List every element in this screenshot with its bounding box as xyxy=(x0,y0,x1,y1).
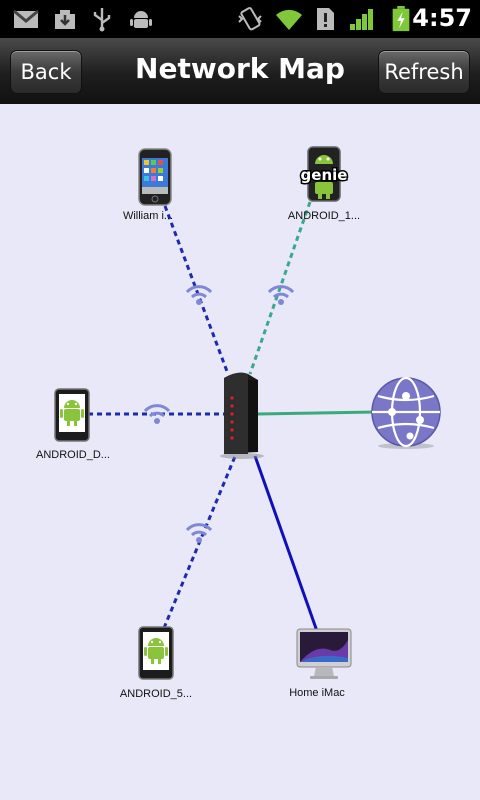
iphone-icon xyxy=(138,148,172,206)
device-node-iphone[interactable] xyxy=(138,148,172,210)
wifi-icon xyxy=(143,404,171,424)
device-label-genie: ANDROID_1... xyxy=(287,210,361,222)
wifi-icon xyxy=(185,285,213,305)
router[interactable] xyxy=(218,370,268,464)
device-node-genie[interactable]: genie xyxy=(298,144,350,208)
wifi-icon xyxy=(267,285,295,305)
internet-globe-icon xyxy=(371,376,441,449)
back-button[interactable]: Back xyxy=(10,50,82,94)
device-label-imac: Home iMac xyxy=(289,687,345,699)
svg-text:genie: genie xyxy=(301,166,348,184)
device-label-tablet: ANDROID_D... xyxy=(36,449,110,461)
sim-alert-icon xyxy=(317,8,334,30)
android-debug-icon xyxy=(130,11,152,28)
connection-line-iphone xyxy=(163,205,230,375)
router-icon xyxy=(220,372,264,459)
refresh-button[interactable]: Refresh xyxy=(378,50,470,94)
android-tablet-icon xyxy=(54,388,90,442)
android-phone-icon xyxy=(138,626,174,680)
vibrate-icon xyxy=(238,7,262,31)
device-label-iphone: William i... xyxy=(122,210,174,222)
title-bar: Back Network Map Refresh xyxy=(0,38,480,105)
device-node-imac[interactable] xyxy=(296,628,352,684)
download-icon xyxy=(55,10,75,29)
imac-icon xyxy=(296,628,352,679)
page-title: Network Map xyxy=(135,52,345,85)
device-node-tablet[interactable] xyxy=(54,388,90,446)
clock: 4:57 xyxy=(412,4,472,32)
device-label-android5: ANDROID_5... xyxy=(119,688,193,700)
connection-line-internet xyxy=(257,410,377,416)
gmail-icon xyxy=(13,9,39,28)
wifi-icon xyxy=(185,523,213,543)
usb-icon xyxy=(93,8,111,32)
connection-line-imac xyxy=(253,455,320,635)
genie-phone-icon: genie xyxy=(299,146,349,202)
cell-signal-icon xyxy=(350,9,373,30)
internet-node[interactable] xyxy=(370,376,442,454)
wifi-signal-icon xyxy=(276,9,302,30)
status-bar: 4:57 xyxy=(0,0,480,38)
device-node-android5[interactable] xyxy=(138,626,174,684)
network-map: William i... genie ANDROID_1... xyxy=(0,104,480,800)
battery-charging-icon xyxy=(392,6,410,32)
